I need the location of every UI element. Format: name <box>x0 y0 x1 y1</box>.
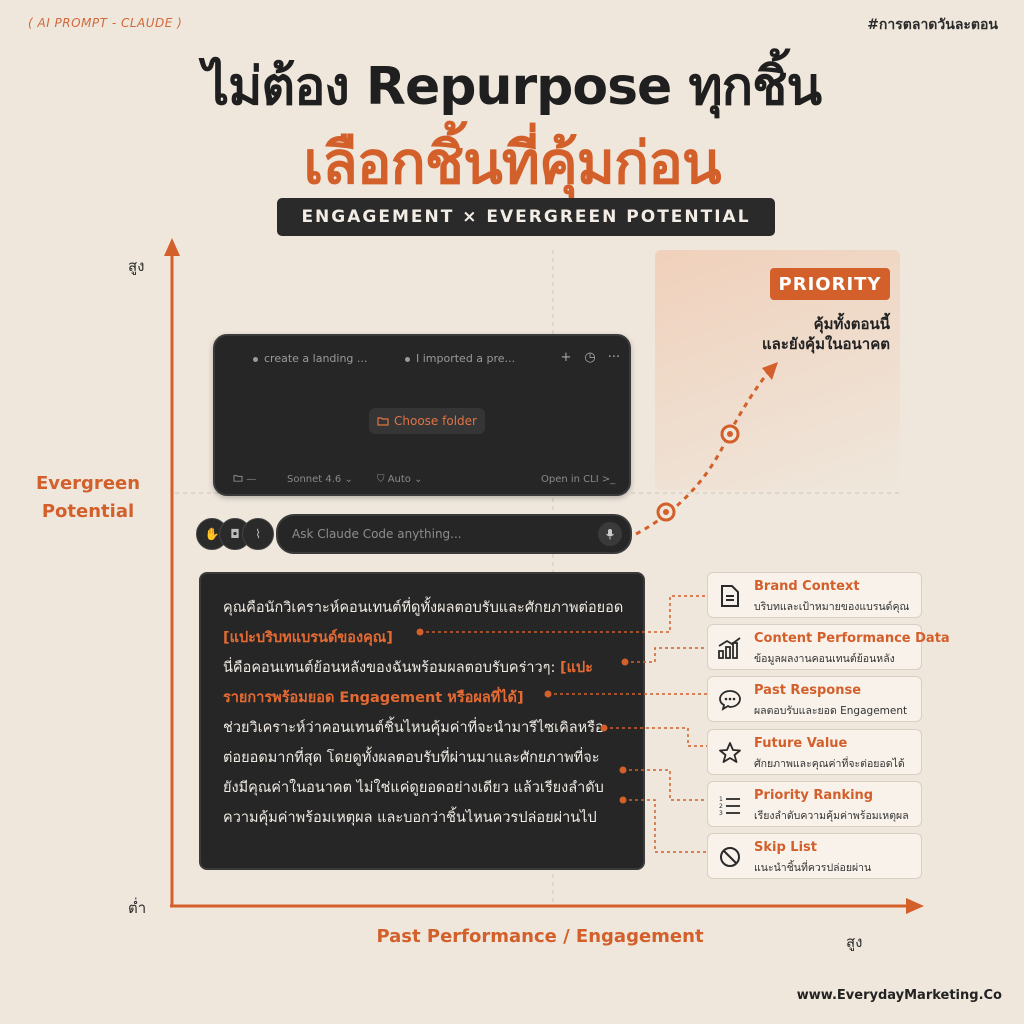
tab-dot-icon <box>253 356 258 362</box>
card-title: Content Performance Data <box>754 631 950 646</box>
folder-value: — <box>246 474 257 485</box>
card-subtitle: ข้อมูลผลงานคอนเทนต์ย้อนหลัง <box>754 653 895 665</box>
x-axis-title: Past Performance / Engagement <box>376 926 704 947</box>
card-subtitle: บริบทและเป้าหมายของแบรนด์คุณ <box>754 601 910 613</box>
ban-icon <box>716 843 744 871</box>
paperclip-icon[interactable]: ⌇ <box>242 518 274 550</box>
card-title: Skip List <box>754 840 817 855</box>
card-brand-context: Brand Context บริบทและเป้าหมายของแบรนด์ค… <box>707 572 922 618</box>
card-skip-list: Skip List แนะนำชิ้นที่ควรปล่อยผ่าน <box>707 833 922 879</box>
website-url[interactable]: www.EverydayMarketing.Co <box>796 988 1002 1003</box>
svg-text:1: 1 <box>719 796 723 803</box>
priority-desc-line2: และยังคุ้มในอนาคต <box>762 335 890 353</box>
prompt-line: ยังมีคุณค่าในอนาคต ไม่ใช่แค่ดูยอดอย่างเด… <box>223 780 604 796</box>
mode-selector[interactable]: ⛉ Auto ⌄ <box>377 474 422 485</box>
page-title-accent: เลือกชิ้นที่คุ้มก่อน <box>303 129 721 197</box>
prompt-line: ต่อยอดมากที่สุด โดยดูทั้งผลตอบรับที่ผ่าน… <box>223 750 600 766</box>
card-subtitle: ผลตอบรับและยอด Engagement <box>754 705 908 717</box>
history-icon[interactable]: ◷ <box>584 349 596 365</box>
hashtag: #การตลาดวันละตอน <box>867 17 998 33</box>
x-axis-high-label: สูง <box>846 933 863 951</box>
mode-label: Auto <box>387 474 411 485</box>
y-axis-arrow <box>164 238 180 256</box>
svg-text:2: 2 <box>719 803 723 810</box>
prompt-line: ความคุ้มค่าพร้อมเหตุผล และบอกว่าชิ้นไหนค… <box>223 810 597 826</box>
folder-selector[interactable]: — <box>233 474 256 485</box>
folder-icon <box>377 417 389 426</box>
session-tab-1[interactable]: create a landing ... <box>253 352 367 365</box>
choose-folder-label: Choose folder <box>394 414 477 428</box>
prompt-placeholder-brand: [แปะบริบทแบรนด์ของคุณ] <box>223 630 393 646</box>
session-tab-label: create a landing ... <box>264 352 368 365</box>
y-axis-high-label: สูง <box>128 257 145 275</box>
y-axis-title: Evergreen Potential <box>30 470 146 526</box>
card-subtitle: ศักยภาพและคุณค่าที่จะต่อยอดได้ <box>754 758 905 770</box>
folder-icon <box>233 475 243 482</box>
card-subtitle: แนะนำชิ้นที่ควรปล่อยผ่าน <box>754 862 872 874</box>
priority-description: คุ้มทั้งตอนนี้ และยังคุ้มในอนาคต <box>730 314 890 354</box>
session-tab-label: I imported a pre... <box>416 352 516 365</box>
prompt-tag: ( AI PROMPT - CLAUDE ) <box>28 16 183 30</box>
session-tab-2[interactable]: I imported a pre... <box>405 352 515 365</box>
prompt-line: คุณคือนักวิเคราะห์คอนเทนต์ที่ดูทั้งผลตอบ… <box>223 600 624 616</box>
mic-icon[interactable] <box>598 522 622 546</box>
chart-icon <box>716 634 744 662</box>
star-icon <box>716 739 744 767</box>
more-icon[interactable]: ··· <box>607 349 621 365</box>
plus-icon[interactable]: + <box>560 349 572 365</box>
card-past-response: Past Response ผลตอบรับและยอด Engagement <box>707 676 922 722</box>
claude-code-window: create a landing ... I imported a pre...… <box>213 334 631 496</box>
choose-folder-button[interactable]: Choose folder <box>369 408 485 434</box>
document-icon <box>716 582 744 610</box>
svg-text:3: 3 <box>719 810 723 817</box>
priority-badge: PRIORITY <box>770 268 890 300</box>
prompt-line: นี่คือคอนเทนต์ย้อนหลังของฉันพร้อมผลตอบรั… <box>223 660 593 676</box>
y-axis-title-line1: Evergreen <box>35 473 141 494</box>
y-axis-title-line2: Potential <box>41 501 135 522</box>
card-title: Brand Context <box>754 579 860 594</box>
model-selector[interactable]: Sonnet 4.6 ⌄ <box>287 474 353 485</box>
prompt-line: ช่วยวิเคราะห์ว่าคอนเทนต์ชิ้นไหนคุ้มค่าที… <box>223 720 604 736</box>
ask-input[interactable]: Ask Claude Code anything... <box>276 514 632 554</box>
x-axis-arrow <box>906 898 924 914</box>
subtitle-pill: ENGAGEMENT × EVERGREEN POTENTIAL <box>277 198 775 236</box>
chat-icon <box>716 686 744 714</box>
priority-desc-line1: คุ้มทั้งตอนนี้ <box>813 315 890 333</box>
model-label: Sonnet 4.6 <box>287 474 342 485</box>
card-subtitle: เรียงลำดับความคุ้มค่าพร้อมเหตุผล <box>754 810 909 822</box>
chevron-down-icon: ⌄ <box>344 474 353 485</box>
card-title: Priority Ranking <box>754 788 874 803</box>
open-in-cli-button[interactable]: Open in CLI >_ <box>541 474 616 485</box>
chevron-down-icon: ⌄ <box>414 474 423 485</box>
card-content-performance: Content Performance Data ข้อมูลผลงานคอนเ… <box>707 624 950 670</box>
card-title: Future Value <box>754 736 848 751</box>
ask-placeholder: Ask Claude Code anything... <box>292 527 462 541</box>
prompt-panel: คุณคือนักวิเคราะห์คอนเทนต์ที่ดูทั้งผลตอบ… <box>199 572 645 870</box>
card-title: Past Response <box>754 683 862 698</box>
tab-dot-icon <box>405 356 410 362</box>
page-title: ไม่ต้อง Repurpose ทุกชิ้น <box>203 57 822 117</box>
card-future-value: Future Value ศักยภาพและคุณค่าที่จะต่อยอด… <box>707 729 922 775</box>
shield-icon: ⛉ <box>377 474 385 485</box>
y-axis-low-label: ต่ำ <box>128 899 147 917</box>
prompt-placeholder-data: รายการพร้อมยอด Engagement หรือผลที่ได้] <box>223 690 524 706</box>
